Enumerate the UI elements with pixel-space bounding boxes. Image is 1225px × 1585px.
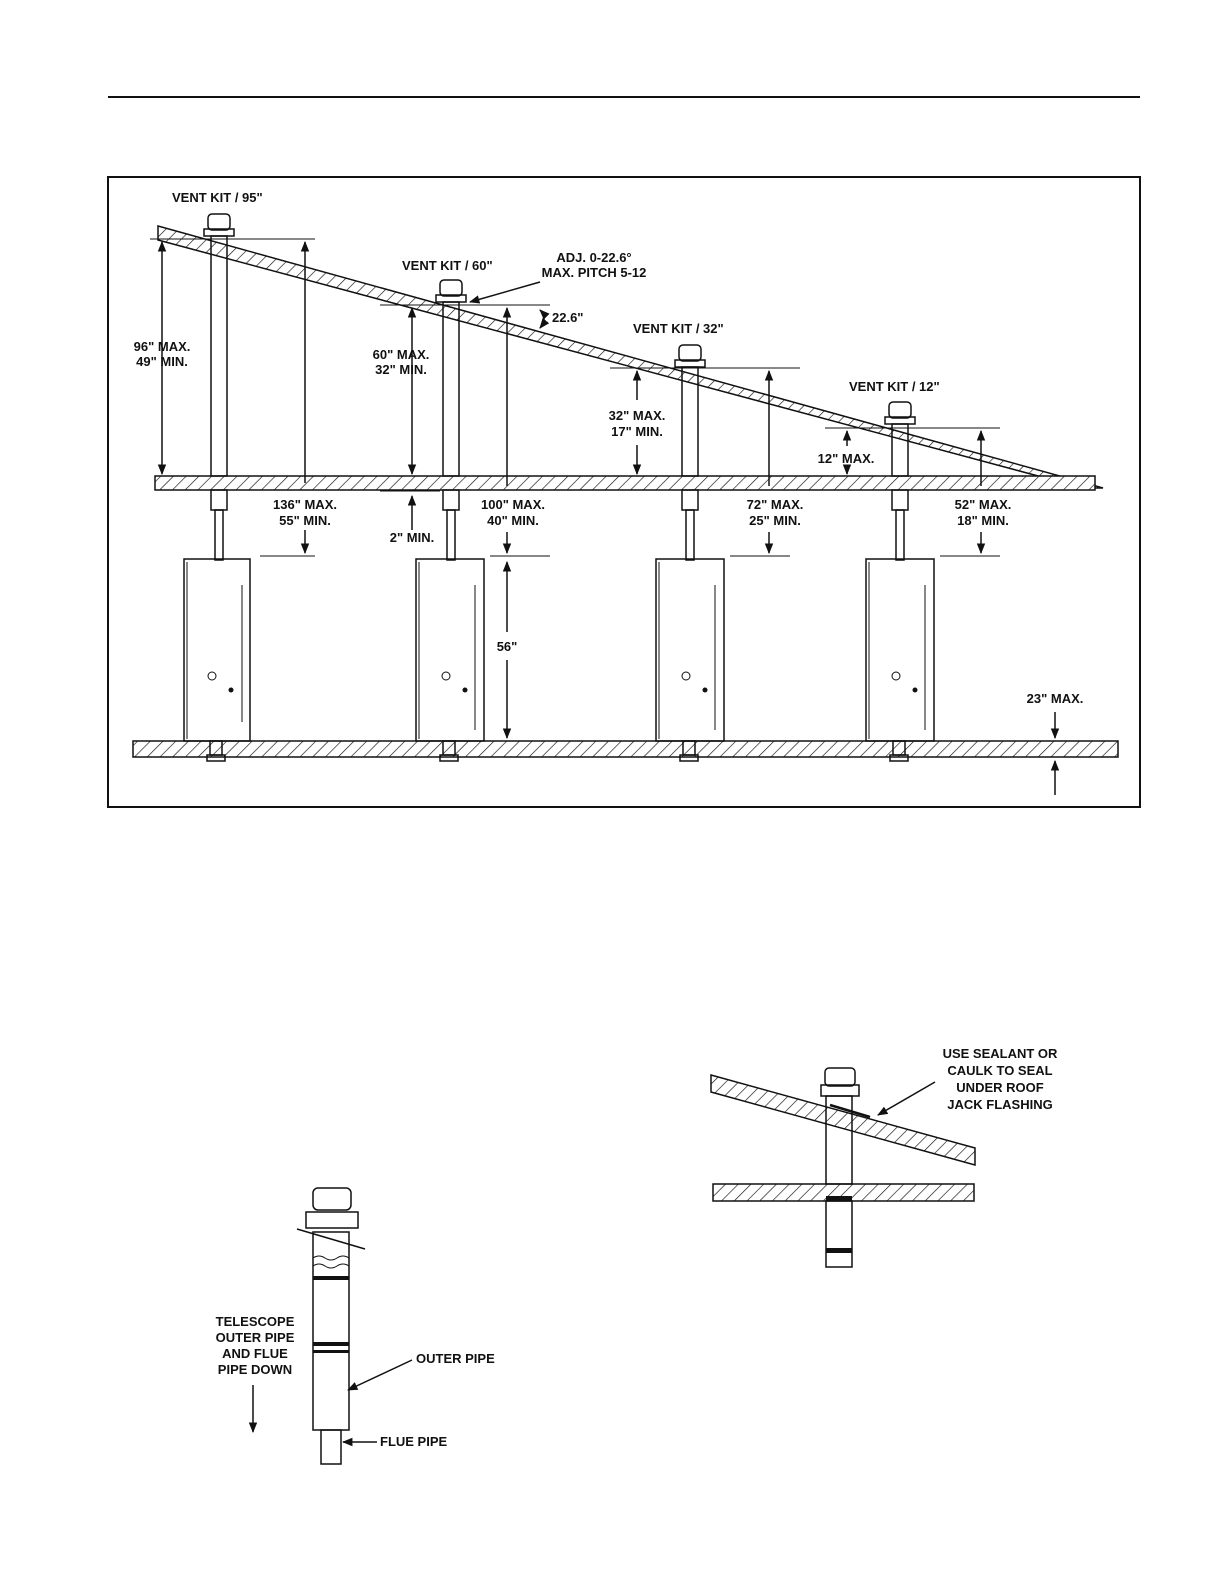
- vent-assembly-1: [203, 213, 235, 561]
- total-range-4-min: 18" MIN.: [957, 513, 1009, 528]
- vent-kit-label-2: VENT KIT / 60": [402, 258, 493, 273]
- sealant-note-line-3: UNDER ROOF: [956, 1080, 1043, 1095]
- roof-range-2-min: 32" MIN.: [375, 362, 427, 377]
- total-range-1-max: 136" MAX.: [273, 497, 337, 512]
- outer-pipe-label: OUTER PIPE: [416, 1351, 495, 1366]
- vent-assembly-4: [884, 401, 916, 561]
- dimension-arrows: [157, 240, 1060, 795]
- vent-kit-label-3: VENT KIT / 32": [633, 321, 724, 336]
- vent-kit-label-1: VENT KIT / 95": [172, 190, 263, 205]
- telescope-instruction-line-1: TELESCOPE: [216, 1314, 295, 1329]
- roof-range-3-max: 32" MAX.: [609, 408, 666, 423]
- total-range-3-max: 72" MAX.: [747, 497, 804, 512]
- total-range-2-min: 40" MIN.: [487, 513, 539, 528]
- roof-range-2-max: 60" MAX.: [373, 347, 430, 362]
- telescope-instruction-line-2: OUTER PIPE: [216, 1330, 295, 1345]
- total-range-4-max: 52" MAX.: [955, 497, 1012, 512]
- sealant-roof: [710, 1074, 976, 1166]
- extension-lines: [150, 238, 1000, 557]
- vent-assembly-3: [674, 344, 706, 561]
- roof-range-1-max: 96" MAX.: [134, 339, 191, 354]
- sealant-note-line-2: CAULK TO SEAL: [947, 1063, 1052, 1078]
- main-diagram-frame: [107, 176, 1141, 808]
- roof-range-1-min: 49" MIN.: [136, 354, 188, 369]
- adjust-note-line-1: ADJ. 0-22.6°: [556, 250, 631, 265]
- angle-label: 22.6": [552, 310, 583, 325]
- telescope-diagram: TELESCOPE OUTER PIPE AND FLUE PIPE DOWN …: [216, 1187, 495, 1465]
- ceiling: [154, 475, 1096, 491]
- roof-range-4-max: 12" MAX.: [818, 451, 875, 466]
- total-range-1-min: 55" MIN.: [279, 513, 331, 528]
- water-heater-2: [415, 558, 485, 762]
- floor-label: 23" MAX.: [1027, 691, 1084, 706]
- total-range-2-max: 100" MAX.: [481, 497, 545, 512]
- vent-kit-label-4: VENT KIT / 12": [849, 379, 940, 394]
- adjust-note-line-2: MAX. PITCH 5-12: [542, 265, 647, 280]
- flue-pipe-label: FLUE PIPE: [380, 1434, 448, 1449]
- telescope-instruction-line-3: AND FLUE: [222, 1346, 288, 1361]
- main-diagram-labels: VENT KIT / 95" VENT KIT / 60" VENT KIT /…: [134, 190, 1084, 706]
- sealant-note-line-4: JACK FLASHING: [947, 1097, 1052, 1112]
- telescope-instruction-line-4: PIPE DOWN: [218, 1362, 292, 1377]
- floor: [132, 740, 1119, 758]
- sealant-note-line-1: USE SEALANT OR: [943, 1046, 1058, 1061]
- total-range-3-min: 25" MIN.: [749, 513, 801, 528]
- roof-range-3-min: 17" MIN.: [611, 424, 663, 439]
- water-heater-1: [183, 558, 251, 762]
- vent-assembly-2: [435, 279, 467, 561]
- water-heater-3: [655, 558, 725, 762]
- heater-height-label: 56": [497, 639, 518, 654]
- sealant-diagram: USE SEALANT OR CAULK TO SEAL UNDER ROOF …: [710, 1046, 1058, 1268]
- water-heater-4: [865, 558, 935, 762]
- two-min-label: 2" MIN.: [390, 530, 434, 545]
